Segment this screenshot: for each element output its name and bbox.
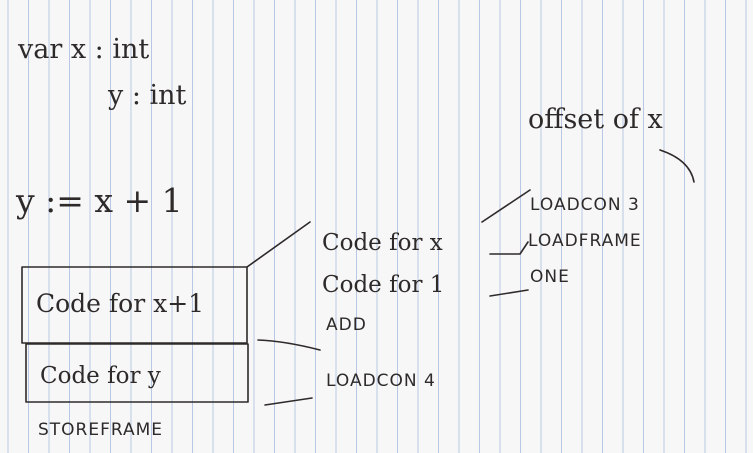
connector-box-to-loadcon4 <box>257 339 321 351</box>
code-for-x-label: Code for x <box>322 230 443 256</box>
connector-code-x-across <box>489 241 529 255</box>
offset-annotation: offset of x <box>528 104 663 135</box>
code-y-label: Code for y <box>40 363 161 389</box>
connector-storeframe <box>264 397 313 406</box>
ruled-lines <box>7 0 747 453</box>
loadframe-label: LOADFRAME <box>528 231 642 251</box>
one-label: ONE <box>530 267 570 287</box>
assignment-statement: y := x + 1 <box>15 181 183 220</box>
connector-code-1 <box>489 289 529 297</box>
declaration-line-1: var x : int <box>17 34 149 65</box>
code-x-plus-1-label: Code for x+1 <box>36 289 204 318</box>
loadcon-3-label: LOADCON 3 <box>530 195 640 215</box>
declaration-line-2: y : int <box>107 80 187 111</box>
code-x-plus-1-box <box>21 266 248 344</box>
annotation-arrow <box>659 149 695 183</box>
code-for-1-label: Code for 1 <box>322 272 444 298</box>
connector-box-to-code-x <box>246 221 311 268</box>
code-y-box <box>25 343 249 403</box>
loadcon-4-label: LOADCON 4 <box>326 371 436 391</box>
connector-code-x-up <box>481 189 531 223</box>
add-label: ADD <box>326 315 367 335</box>
storeframe-label: STOREFRAME <box>38 420 163 440</box>
